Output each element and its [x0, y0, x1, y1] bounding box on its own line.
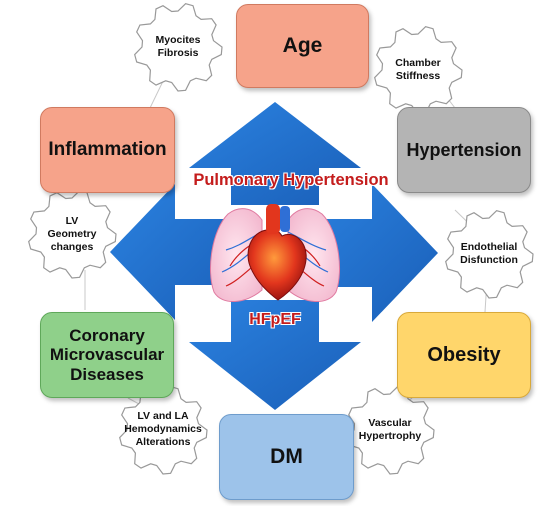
- factor-coronary: Coronary Microvascular Diseases: [40, 312, 174, 398]
- mechanism-lv-la-hemodynamics: LV and LA Hemodynamics Alterations: [124, 410, 202, 449]
- arrow-down: [189, 300, 361, 410]
- factor-inflammation-label: Inflammation: [48, 139, 167, 161]
- gear-shapes: [28, 3, 534, 475]
- arrow-up: [189, 102, 361, 205]
- gear-icon: [374, 26, 463, 115]
- factor-dm-label: DM: [270, 444, 303, 468]
- arrow-right: [300, 184, 438, 322]
- gear-icon: [28, 190, 117, 279]
- factor-dm: DM: [219, 414, 354, 500]
- mechanism-lv-geometry: LV Geometry changes: [47, 215, 97, 254]
- directional-arrows: [110, 102, 438, 410]
- mechanism-endothelial: Endothelial Disfunction: [460, 241, 518, 267]
- factor-age-label: Age: [282, 33, 323, 57]
- gear-icon: [134, 3, 223, 92]
- factor-obesity-label: Obesity: [427, 343, 501, 366]
- mechanism-vascular-hypertrophy: Vascular Hypertrophy: [358, 417, 422, 443]
- factor-obesity: Obesity: [397, 312, 531, 398]
- center-title: Pulmonary Hypertension: [193, 171, 389, 189]
- center-subtitle: HFpEF: [249, 311, 301, 328]
- factor-hypertension: Hypertension: [397, 107, 531, 193]
- gear-icon: [119, 386, 208, 475]
- heart-lungs-icon: [209, 204, 341, 302]
- gear-icon: [346, 386, 435, 475]
- gear-icon: [445, 210, 534, 299]
- factor-inflammation: Inflammation: [40, 107, 175, 193]
- factor-coronary-label: Coronary Microvascular Diseases: [49, 325, 165, 384]
- arrow-left: [110, 184, 245, 320]
- mechanism-chamber-stiffness: Chamber Stiffness: [395, 57, 441, 83]
- factor-hypertension-label: Hypertension: [406, 139, 522, 160]
- mechanism-myocites-fibrosis: Myocites Fibrosis: [155, 34, 201, 60]
- factor-age: Age: [236, 4, 369, 88]
